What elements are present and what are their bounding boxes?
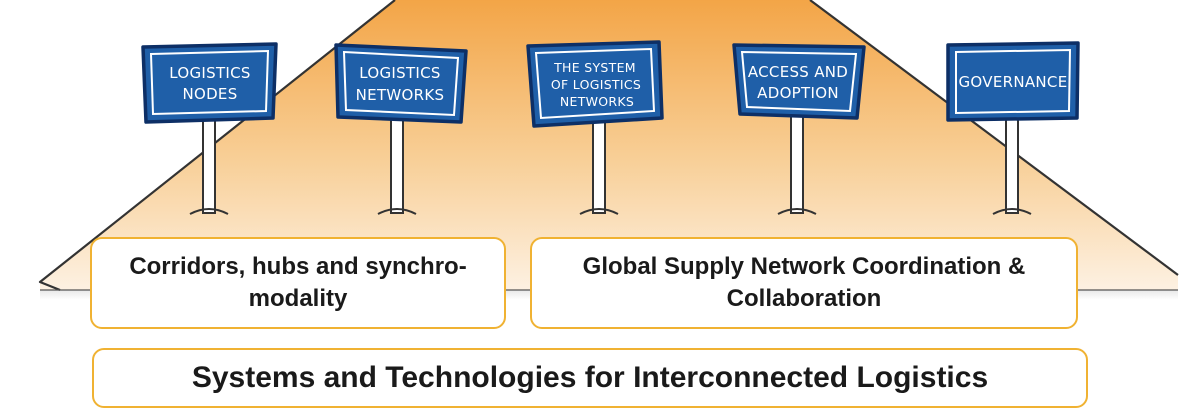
- systems-technologies-box: Systems and Technologies for Interconnec…: [92, 348, 1088, 408]
- global-supply-network-label: Global Supply Network Coordination & Col…: [582, 253, 1026, 312]
- sign-label-line: GOVERNANCE: [959, 73, 1068, 91]
- sign-label-line: LOGISTICS: [169, 64, 250, 82]
- sign-post-access: [777, 115, 817, 215]
- sign-label-line: NETWORKS: [356, 86, 445, 104]
- road-right-edge: [809, 0, 1179, 276]
- sign-label-line: OF LOGISTICS: [551, 77, 641, 92]
- systems-technologies-label: Systems and Technologies for Interconnec…: [191, 361, 989, 394]
- sign-logistics-nodes: LOGISTICS NODES: [141, 42, 278, 124]
- corridors-hubs-label: Corridors, hubs and synchro-modality: [129, 253, 467, 312]
- sign-post-system: [579, 121, 619, 215]
- sign-logistics-networks: LOGISTICS NETWORKS: [334, 43, 468, 124]
- sign-system-of-networks: THE SYSTEM OF LOGISTICS NETWORKS: [526, 40, 664, 128]
- sign-governance: GOVERNANCE: [946, 41, 1080, 122]
- sign-access-adoption: ACCESS AND ADOPTION: [732, 43, 866, 120]
- sign-label-line: NETWORKS: [560, 94, 634, 109]
- road-left-edge: [38, 0, 396, 292]
- sign-label-line: ADOPTION: [757, 84, 839, 102]
- road-surface: [40, 0, 1178, 290]
- sign-label-line: ACCESS AND: [748, 63, 848, 81]
- global-supply-network-box: Global Supply Network Coordination & Col…: [530, 237, 1078, 329]
- sign-label-line: NODES: [182, 85, 237, 103]
- corridors-hubs-box: Corridors, hubs and synchro-modality: [90, 237, 506, 329]
- sign-label-line: THE SYSTEM: [553, 60, 636, 75]
- sign-label-line: LOGISTICS: [359, 64, 440, 82]
